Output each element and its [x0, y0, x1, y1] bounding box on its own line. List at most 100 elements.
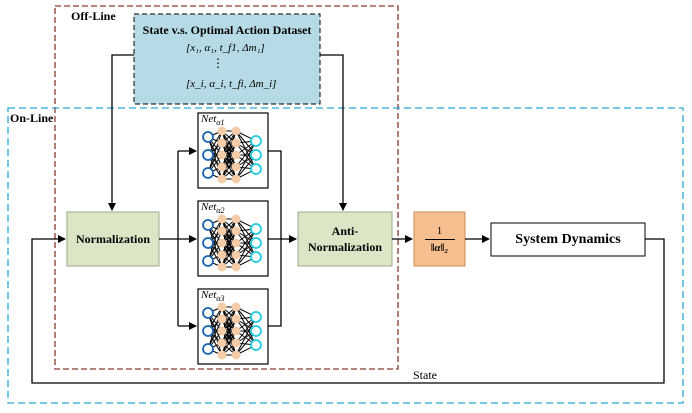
antinormalization-line2: Normalization	[308, 240, 382, 254]
system-dynamics-label: System Dynamics	[515, 231, 621, 247]
network-node	[250, 311, 262, 323]
network-edge	[221, 130, 237, 180]
network-edge	[207, 130, 223, 174]
network-node	[217, 174, 227, 184]
online-label: On-Line	[10, 111, 54, 125]
network-label-2-main: Net	[201, 201, 217, 213]
network-graph-2	[202, 214, 262, 272]
normalization-block	[66, 211, 160, 267]
antinormalization-label: Anti- Normalization	[298, 212, 392, 266]
norm-fraction: 1 ‖α‖₂	[414, 214, 465, 264]
network-graph-3	[202, 302, 262, 360]
network-edge	[221, 330, 237, 356]
network-label-3-sub: α3	[216, 294, 225, 304]
network-edge	[221, 130, 237, 156]
network-node	[217, 238, 227, 248]
network-node	[202, 307, 214, 319]
network-label-1-sub: α1	[216, 118, 225, 128]
norm-fraction-bar	[424, 238, 455, 240]
network-node	[231, 262, 241, 272]
dataset-row-dots: ⋮	[212, 56, 224, 70]
network-node	[250, 135, 262, 147]
network-label-3: Netα3	[201, 289, 224, 303]
network-node	[202, 131, 214, 143]
network-node	[231, 338, 241, 348]
arrow-feedback-state	[31, 235, 665, 384]
network-edge	[235, 228, 257, 268]
network-edge	[221, 318, 237, 356]
network-node	[217, 226, 227, 236]
dataset-row-first: [x₁, α₁, t_f1, Δm₁]	[186, 42, 265, 54]
network-node	[250, 223, 262, 235]
network-node	[202, 343, 214, 355]
network-node	[231, 350, 241, 360]
network-node	[231, 226, 241, 236]
feedback-state-label: State	[413, 368, 437, 382]
network-label-1-main: Net	[201, 113, 217, 125]
network-node	[250, 325, 262, 337]
network-label-3-main: Net	[201, 289, 217, 301]
antinormalization-line1: Anti-	[331, 224, 359, 238]
network-edge	[235, 218, 257, 258]
network-node	[250, 339, 262, 351]
network-node	[217, 126, 227, 136]
network-node	[202, 219, 214, 231]
network-edge	[207, 306, 223, 350]
dataset-box	[133, 13, 321, 105]
network-edge	[221, 218, 237, 244]
network-edge	[221, 230, 237, 268]
network-node	[217, 338, 227, 348]
network-node	[231, 214, 241, 224]
network-node	[217, 262, 227, 272]
network-edge	[235, 306, 257, 346]
network-node	[217, 314, 227, 324]
network-node	[217, 326, 227, 336]
neural-network-graphics	[202, 126, 262, 360]
network-node	[231, 238, 241, 248]
offline-region-border	[54, 5, 399, 370]
network-node	[231, 162, 241, 172]
arrow-dataset-to-antinormalization	[320, 54, 347, 211]
network-node	[231, 250, 241, 260]
network-graph-1	[202, 126, 262, 184]
network-edge	[221, 218, 237, 268]
network-node	[231, 150, 241, 160]
network-edge	[207, 218, 223, 262]
network-label-2-sub: α2	[216, 206, 225, 216]
network-node	[202, 237, 214, 249]
network-node	[231, 314, 241, 324]
arrow-dataset-to-normalization	[108, 54, 134, 211]
network-edge	[221, 306, 237, 332]
network-edge	[221, 130, 237, 168]
network-edge	[221, 142, 237, 180]
network-node	[231, 174, 241, 184]
network-label-1: Netα1	[201, 113, 224, 127]
network-node	[217, 350, 227, 360]
network-edge	[235, 130, 257, 170]
network-edge	[235, 316, 257, 356]
network-node	[217, 150, 227, 160]
network-node	[202, 167, 214, 179]
network-node	[202, 149, 214, 161]
network-node	[231, 138, 241, 148]
network-node	[217, 162, 227, 172]
network-node	[231, 126, 241, 136]
network-node	[250, 251, 262, 263]
network-node	[217, 214, 227, 224]
network-edge	[221, 154, 237, 180]
network-edge	[221, 242, 237, 268]
network-node	[250, 163, 262, 175]
network-node	[250, 149, 262, 161]
norm-numerator: 1	[436, 224, 443, 237]
network-node	[231, 326, 241, 336]
network-edge	[235, 140, 257, 180]
network-node	[217, 250, 227, 260]
network-node	[202, 255, 214, 267]
offline-label: Off-Line	[71, 9, 116, 23]
network-node	[231, 302, 241, 312]
dataset-title: State v.s. Optimal Action Dataset	[142, 23, 312, 37]
network-node	[202, 325, 214, 337]
network-label-2: Netα2	[201, 201, 224, 215]
